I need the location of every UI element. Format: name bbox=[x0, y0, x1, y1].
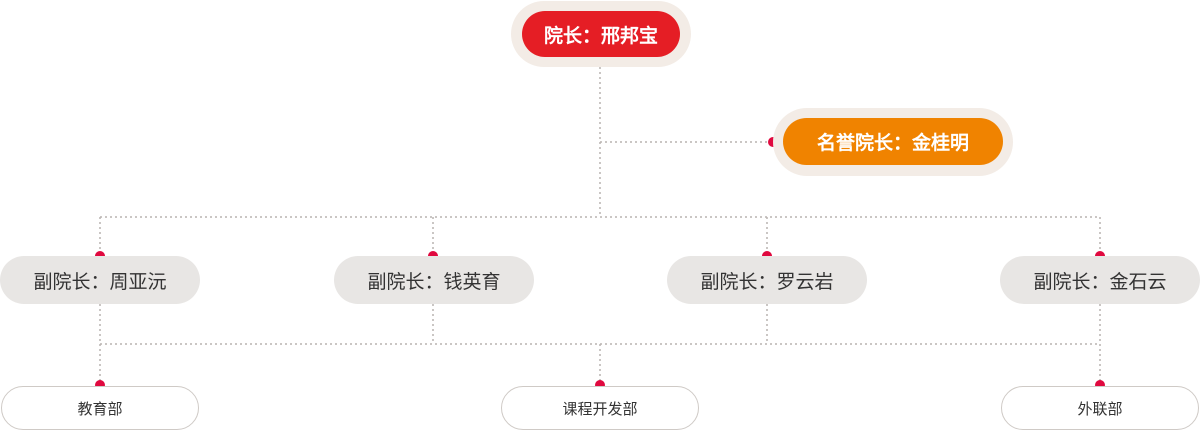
vice-dean-node: 副院长：罗云岩 bbox=[667, 256, 867, 304]
department-node: 外联部 bbox=[1001, 386, 1199, 430]
department-node: 教育部 bbox=[1, 386, 199, 430]
vice-dean-node: 副院长：金石云 bbox=[1000, 256, 1200, 304]
dean-node: 院长：邢邦宝 bbox=[522, 11, 680, 57]
honorary-dean-node: 名誉院长：金桂明 bbox=[783, 118, 1003, 165]
vice-dean-node: 副院长：周亚沅 bbox=[0, 256, 200, 304]
vice-dean-node: 副院长：钱英育 bbox=[334, 256, 534, 304]
department-node: 课程开发部 bbox=[501, 386, 699, 430]
